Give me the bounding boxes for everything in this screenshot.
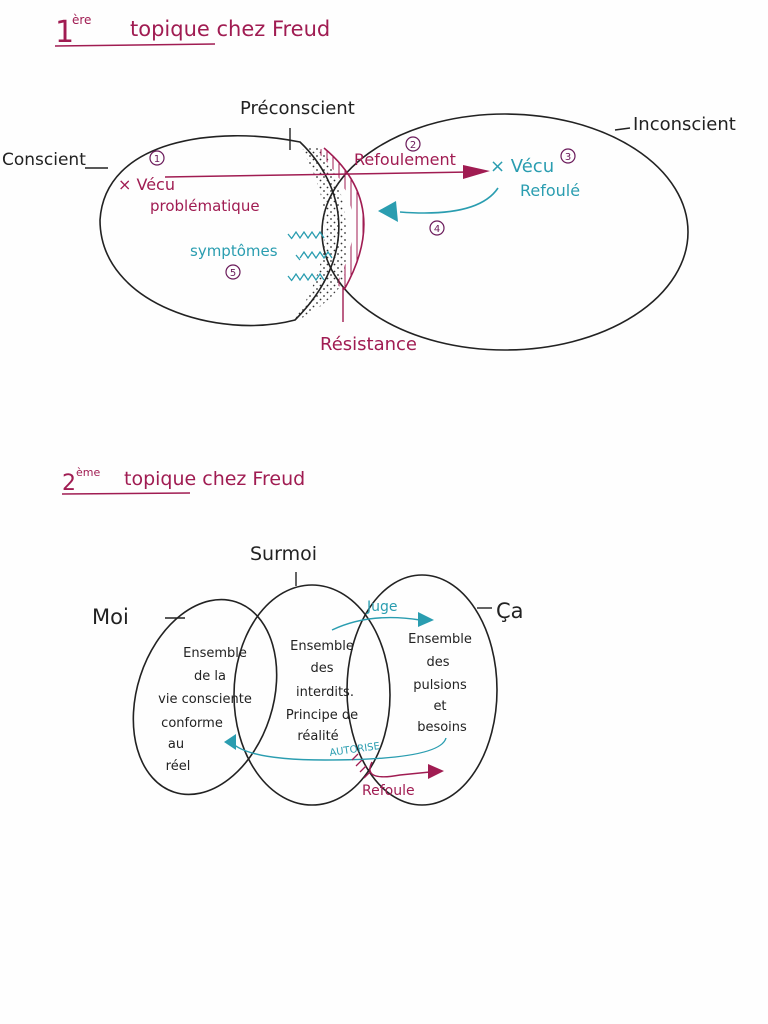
symptome-wave-2: [299, 250, 333, 260]
moi-line-6: réel: [166, 759, 191, 774]
label-surmoi: Surmoi: [250, 543, 317, 565]
topique-2-title: 2 ème topique chez Freud: [61, 466, 305, 496]
surmoi-line-5: réalité: [297, 729, 338, 744]
vecu-problematique-line2: problématique: [150, 197, 260, 215]
refoule-arrowhead: [428, 764, 444, 779]
retour-arrow: 4: [378, 187, 499, 236]
moi-line-1: Ensemble: [183, 646, 247, 661]
conscient-ellipse: [99, 134, 340, 327]
title-1-superscript: ère: [72, 13, 91, 27]
moi-line-2: de la: [194, 669, 226, 684]
resistance-hatch: [316, 148, 364, 290]
title-2-text: topique chez Freud: [124, 468, 305, 490]
refoule-arrow: Refoule: [362, 761, 444, 799]
refoulement-arrow: 2 Refoulement: [164, 136, 490, 179]
badge-2: 2: [410, 140, 416, 151]
juge-arrowhead: [418, 612, 434, 627]
surmoi-line-2: des: [310, 661, 333, 676]
ca-line-1: Ensemble: [408, 632, 472, 647]
title-2-number: 2: [62, 471, 76, 496]
badge-3: 3: [565, 152, 571, 163]
symptome-wave-3: [291, 272, 325, 282]
badge-1: 1: [154, 154, 160, 165]
badge-4: 4: [434, 224, 440, 235]
refoulement-label: Refoulement: [354, 150, 456, 169]
refoulement-arrowhead: [463, 165, 490, 179]
label-preconscient: Préconscient: [240, 98, 355, 119]
juge-label: Juge: [366, 599, 398, 615]
surmoi-line-4: Principe de: [286, 708, 358, 723]
label-moi: Moi: [92, 605, 129, 629]
symptomes-label: symptômes: [190, 242, 278, 260]
ca-line-5: besoins: [417, 720, 467, 735]
surmoi-text: Ensemble des interdits. Principe de réal…: [286, 639, 358, 744]
label-resistance: Résistance: [320, 334, 417, 355]
vecu-refoule-line2: Refoulé: [520, 181, 580, 200]
retour-arrowhead: [378, 201, 398, 222]
symptome-wave-1: [291, 230, 325, 240]
label-conscient: Conscient: [2, 150, 86, 170]
ca-ellipse: [346, 574, 498, 806]
ca-line-3: pulsions: [413, 678, 467, 693]
surmoi-line-1: Ensemble: [290, 639, 354, 654]
moi-line-3: vie consciente: [158, 692, 252, 707]
vecu-refoule-line1: × Vécu: [490, 156, 554, 177]
surmoi-ellipse: [233, 584, 391, 806]
barrier-hatch: [351, 753, 371, 779]
title-1-number: 1: [55, 15, 74, 50]
symptomes: symptômes 5: [190, 230, 333, 282]
ca-line-4: et: [433, 699, 446, 714]
vecu-refoule: × Vécu 3 Refoulé: [490, 148, 580, 200]
label-inconscient: Inconscient: [633, 114, 736, 135]
title-2-superscript: ème: [76, 466, 100, 479]
juge-arrow: Juge: [331, 599, 434, 631]
label-ca: Ça: [496, 599, 524, 623]
moi-text: Ensemble de la vie consciente conforme a…: [158, 646, 252, 774]
ca-text: Ensemble des pulsions et besoins: [408, 632, 472, 735]
autorise-arrowhead: [224, 734, 236, 750]
refoule-label: Refoule: [362, 783, 415, 799]
ca-line-2: des: [426, 655, 449, 670]
moi-line-5: au: [168, 737, 184, 752]
inconscient-ellipse: [321, 113, 689, 351]
vecu-problematique: 1 × Vécu problématique: [118, 150, 260, 215]
topique-1-title: 1 ère topique chez Freud: [54, 13, 330, 50]
surmoi-line-3: interdits.: [296, 685, 354, 700]
badge-5: 5: [230, 268, 236, 279]
vecu-problematique-line1: × Vécu: [118, 175, 175, 194]
title-1-text: topique chez Freud: [130, 17, 330, 41]
resistance-arc: [323, 147, 365, 291]
moi-ellipse: [132, 598, 278, 796]
moi-line-4: conforme: [161, 716, 223, 731]
